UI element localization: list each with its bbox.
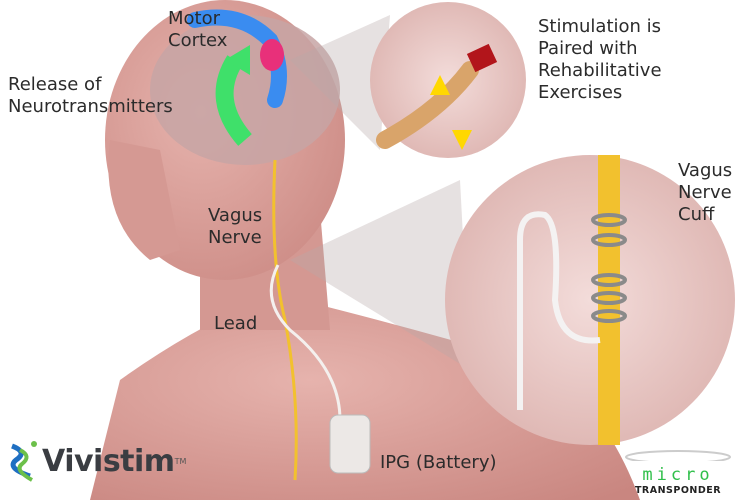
vagus-nerve-path	[272, 159, 298, 481]
label-neurotransmitters: Release of Neurotransmitters	[8, 74, 173, 117]
transponder-wordmark: TRANSPONDER	[634, 485, 722, 496]
stimulation-hotspot	[260, 39, 284, 71]
swoosh-icon	[625, 450, 731, 464]
face	[108, 140, 180, 260]
label-vagus-nerve-cuff: Vagus Nerve Cuff	[678, 160, 733, 225]
lead-wire	[269, 264, 342, 421]
label-vagus-nerve: Vagus Nerve	[208, 205, 263, 248]
label-lead: Lead	[214, 313, 258, 334]
torso	[90, 300, 640, 500]
neurotransmitter-arrow	[215, 55, 252, 146]
ipg-battery	[329, 414, 371, 474]
vagus-nerve-closeup	[598, 155, 620, 445]
vivistim-wordmark: Vivistim	[42, 443, 175, 479]
label-motor-cortex: Motor Cortex	[168, 8, 228, 51]
microtransponder-logo: micro TRANSPONDER	[612, 446, 744, 496]
label-ipg: IPG (Battery)	[380, 452, 497, 473]
exercise-weight	[466, 43, 498, 73]
micro-wordmark: micro	[642, 465, 714, 485]
trademark: TM	[174, 456, 187, 466]
cuff-coils	[591, 213, 627, 323]
label-stimulation: Stimulation is Paired with Rehabilitativ…	[538, 16, 662, 103]
vivistim-helix-icon	[10, 441, 37, 482]
brain	[150, 15, 340, 165]
